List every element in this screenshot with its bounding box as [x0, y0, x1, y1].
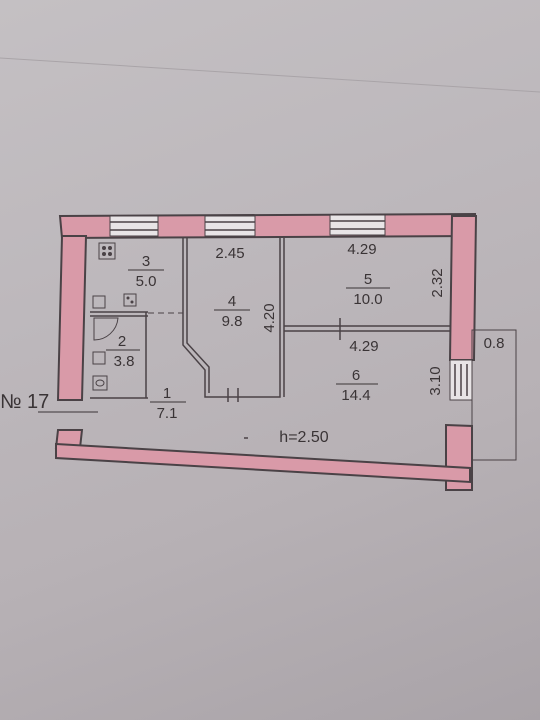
fixtures — [92, 242, 137, 391]
toilet-icon — [92, 375, 108, 391]
door-swing-icon — [93, 317, 119, 341]
room-4-number: 4 — [228, 293, 236, 310]
balcony — [449, 329, 517, 461]
dimension-room4-depth: 4.20 — [261, 303, 278, 332]
room-1-number: 1 — [163, 385, 171, 402]
stove-icon-2 — [123, 293, 137, 307]
room-2-area: 3.8 — [114, 353, 135, 370]
ceiling-height: h=2.50 — [279, 429, 328, 446]
dimension-room4-width: 2.45 — [215, 245, 244, 262]
sink-icon — [92, 295, 106, 309]
room-labels: 3 5.0 4 9.8 5 10.0 2 3.8 6 14.4 1 7.1 — [106, 253, 390, 422]
outer-walls — [54, 212, 478, 491]
dimension-labels: 2.45 4.29 4.29 2.32 4.20 3.10 0.8 h=2.50… — [0, 241, 504, 446]
room-6-number: 6 — [352, 367, 360, 384]
dimension-room5-depth: 2.32 — [429, 268, 446, 297]
dimension-room6-depth: 3.10 — [427, 366, 444, 395]
dimension-balcony-width: 0.8 — [484, 335, 505, 352]
room-6-area: 14.4 — [341, 387, 370, 404]
room-3-number: 3 — [142, 253, 150, 270]
washbasin-icon — [92, 351, 106, 365]
stove-icon — [98, 242, 116, 260]
room-5-area: 10.0 — [353, 291, 382, 308]
room-1-area: 7.1 — [157, 405, 178, 422]
paper-line — [0, 57, 540, 93]
partitions — [90, 238, 450, 439]
room-3-area: 5.0 — [136, 273, 157, 290]
room-5-number: 5 — [364, 271, 372, 288]
windows — [109, 214, 386, 237]
dimension-room5-width-bottom: 4.29 — [349, 338, 378, 355]
dimension-room5-width-top: 4.29 — [347, 241, 376, 258]
room-4-area: 9.8 — [222, 313, 243, 330]
apartment-number: № 17 — [0, 391, 49, 413]
room-2-number: 2 — [118, 333, 126, 350]
